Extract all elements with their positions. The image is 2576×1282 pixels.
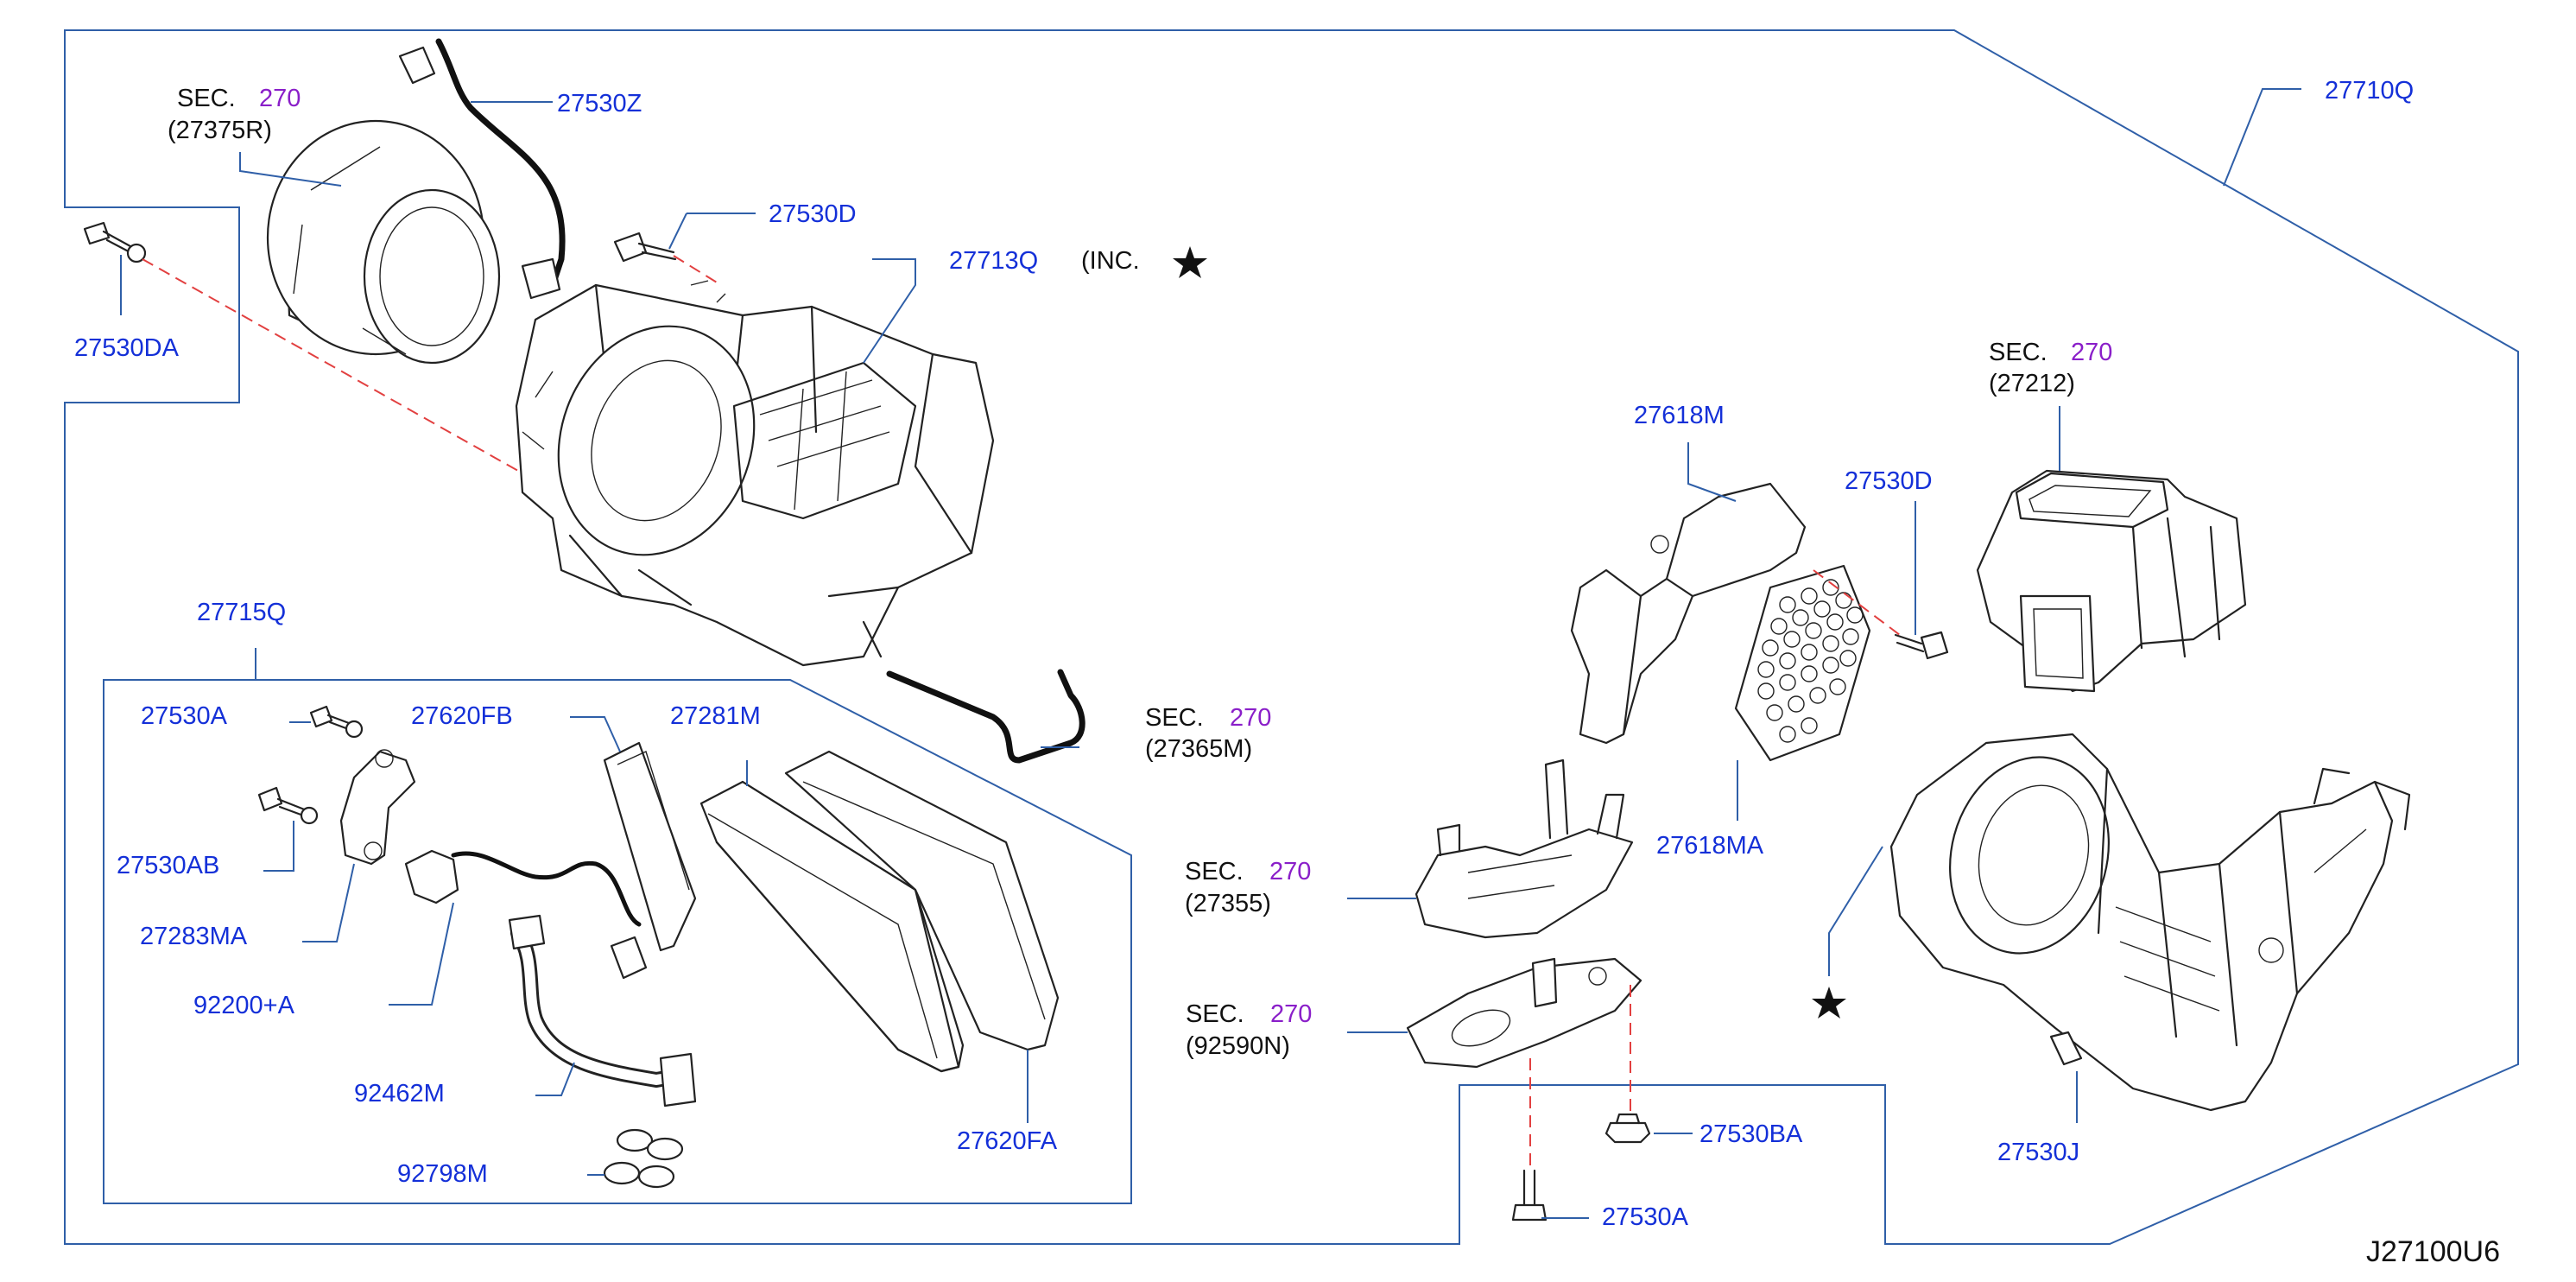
- labels: SEC. 270 (27375R) SEC. 270 (27212) SEC. …: [74, 77, 2500, 1268]
- orings-92798m: [603, 1128, 684, 1189]
- label-27283ma: 27283MA: [140, 923, 248, 950]
- label-27530j: 27530J: [1997, 1139, 2079, 1166]
- leader-lines: [120, 88, 2301, 1219]
- drain-hose: [886, 669, 1085, 764]
- sec-word-92590n: SEC.: [1186, 1000, 1244, 1028]
- label-27710q: 27710Q: [2325, 77, 2414, 105]
- nut-27530ba: [1604, 1113, 1651, 1144]
- pipe-92462m: [508, 914, 697, 1107]
- bolt-27530a-center: [1511, 1169, 1547, 1222]
- label-27618m: 27618M: [1634, 402, 1725, 429]
- bolt-27530d-right: [1894, 631, 1949, 660]
- label-27530z: 27530Z: [557, 90, 642, 117]
- label-27530a-kit: 27530A: [141, 702, 228, 730]
- sec-num-27365m: 270: [1230, 704, 1271, 732]
- blower-unit: [515, 280, 995, 667]
- heater-unit: [1889, 733, 2411, 1112]
- label-27530a-center: 27530A: [1602, 1203, 1689, 1231]
- sec-ref-27375r: (27375R): [168, 117, 272, 144]
- harness-27530z: [398, 38, 566, 300]
- bolt-27530d-top: [613, 232, 677, 263]
- cover-27618m: [1570, 482, 1807, 745]
- duct-27212: [1976, 469, 2247, 693]
- sec-ref-27212: (27212): [1989, 370, 2075, 397]
- label-27281m: 27281M: [670, 702, 761, 730]
- label-92462m: 92462M: [354, 1080, 445, 1107]
- sec-num-27375r: 270: [259, 85, 301, 112]
- bracket-27355: [1415, 758, 1634, 939]
- kit-frame: [103, 679, 1132, 1204]
- assembly-frame: [64, 29, 2519, 1245]
- inc-text: (INC.: [1081, 247, 1140, 275]
- grille-27618ma: [1734, 564, 1871, 762]
- sec-num-27212: 270: [2071, 339, 2112, 366]
- bolt-27530a-kit: [309, 705, 364, 739]
- label-27530d-right: 27530D: [1845, 467, 1933, 495]
- guide-27530d-top: [673, 255, 722, 286]
- sec-word-27365m: SEC.: [1145, 704, 1204, 732]
- sec-word-27375r: SEC.: [177, 85, 236, 112]
- label-27618ma: 27618MA: [1656, 832, 1764, 860]
- bolt-27530da: [83, 221, 147, 263]
- label-27530ba: 27530BA: [1699, 1120, 1803, 1148]
- label-27620fb: 27620FB: [411, 702, 513, 730]
- sec-ref-27355: (27355): [1185, 890, 1271, 917]
- seal-27620fb: [603, 741, 697, 952]
- guide-27530da: [142, 258, 519, 472]
- label-92200a: 92200+A: [193, 992, 295, 1019]
- blower-motor: [266, 119, 501, 365]
- evaporator-27281m: [699, 780, 965, 1073]
- label-27713q: 27713Q: [949, 247, 1038, 275]
- label-27530da: 27530DA: [74, 334, 180, 362]
- diagram-id: J27100U6: [2366, 1235, 2500, 1268]
- sensor-92200a: [404, 849, 648, 980]
- sec-word-27212: SEC.: [1989, 339, 2048, 366]
- bracket-92590n: [1406, 957, 1642, 1069]
- label-27530ab: 27530AB: [117, 852, 219, 879]
- star-icon-heater: [1812, 987, 1846, 1019]
- sec-num-27355: 270: [1269, 858, 1311, 885]
- label-27620fa: 27620FA: [957, 1127, 1058, 1155]
- label-27530d-top: 27530D: [769, 200, 857, 228]
- clip-27530j: [2049, 1031, 2083, 1066]
- label-92798m: 92798M: [397, 1160, 488, 1188]
- sec-num-92590n: 270: [1270, 1000, 1312, 1028]
- sec-word-27355: SEC.: [1185, 858, 1244, 885]
- bolt-27530ab: [257, 786, 319, 825]
- sec-ref-27365m: (27365M): [1145, 735, 1252, 763]
- label-27715q: 27715Q: [197, 599, 286, 626]
- bracket-27283ma: [339, 749, 416, 866]
- star-icon-inc: [1173, 246, 1207, 278]
- seal-27620fa: [784, 750, 1060, 1051]
- sec-ref-92590n: (92590N): [1186, 1032, 1290, 1060]
